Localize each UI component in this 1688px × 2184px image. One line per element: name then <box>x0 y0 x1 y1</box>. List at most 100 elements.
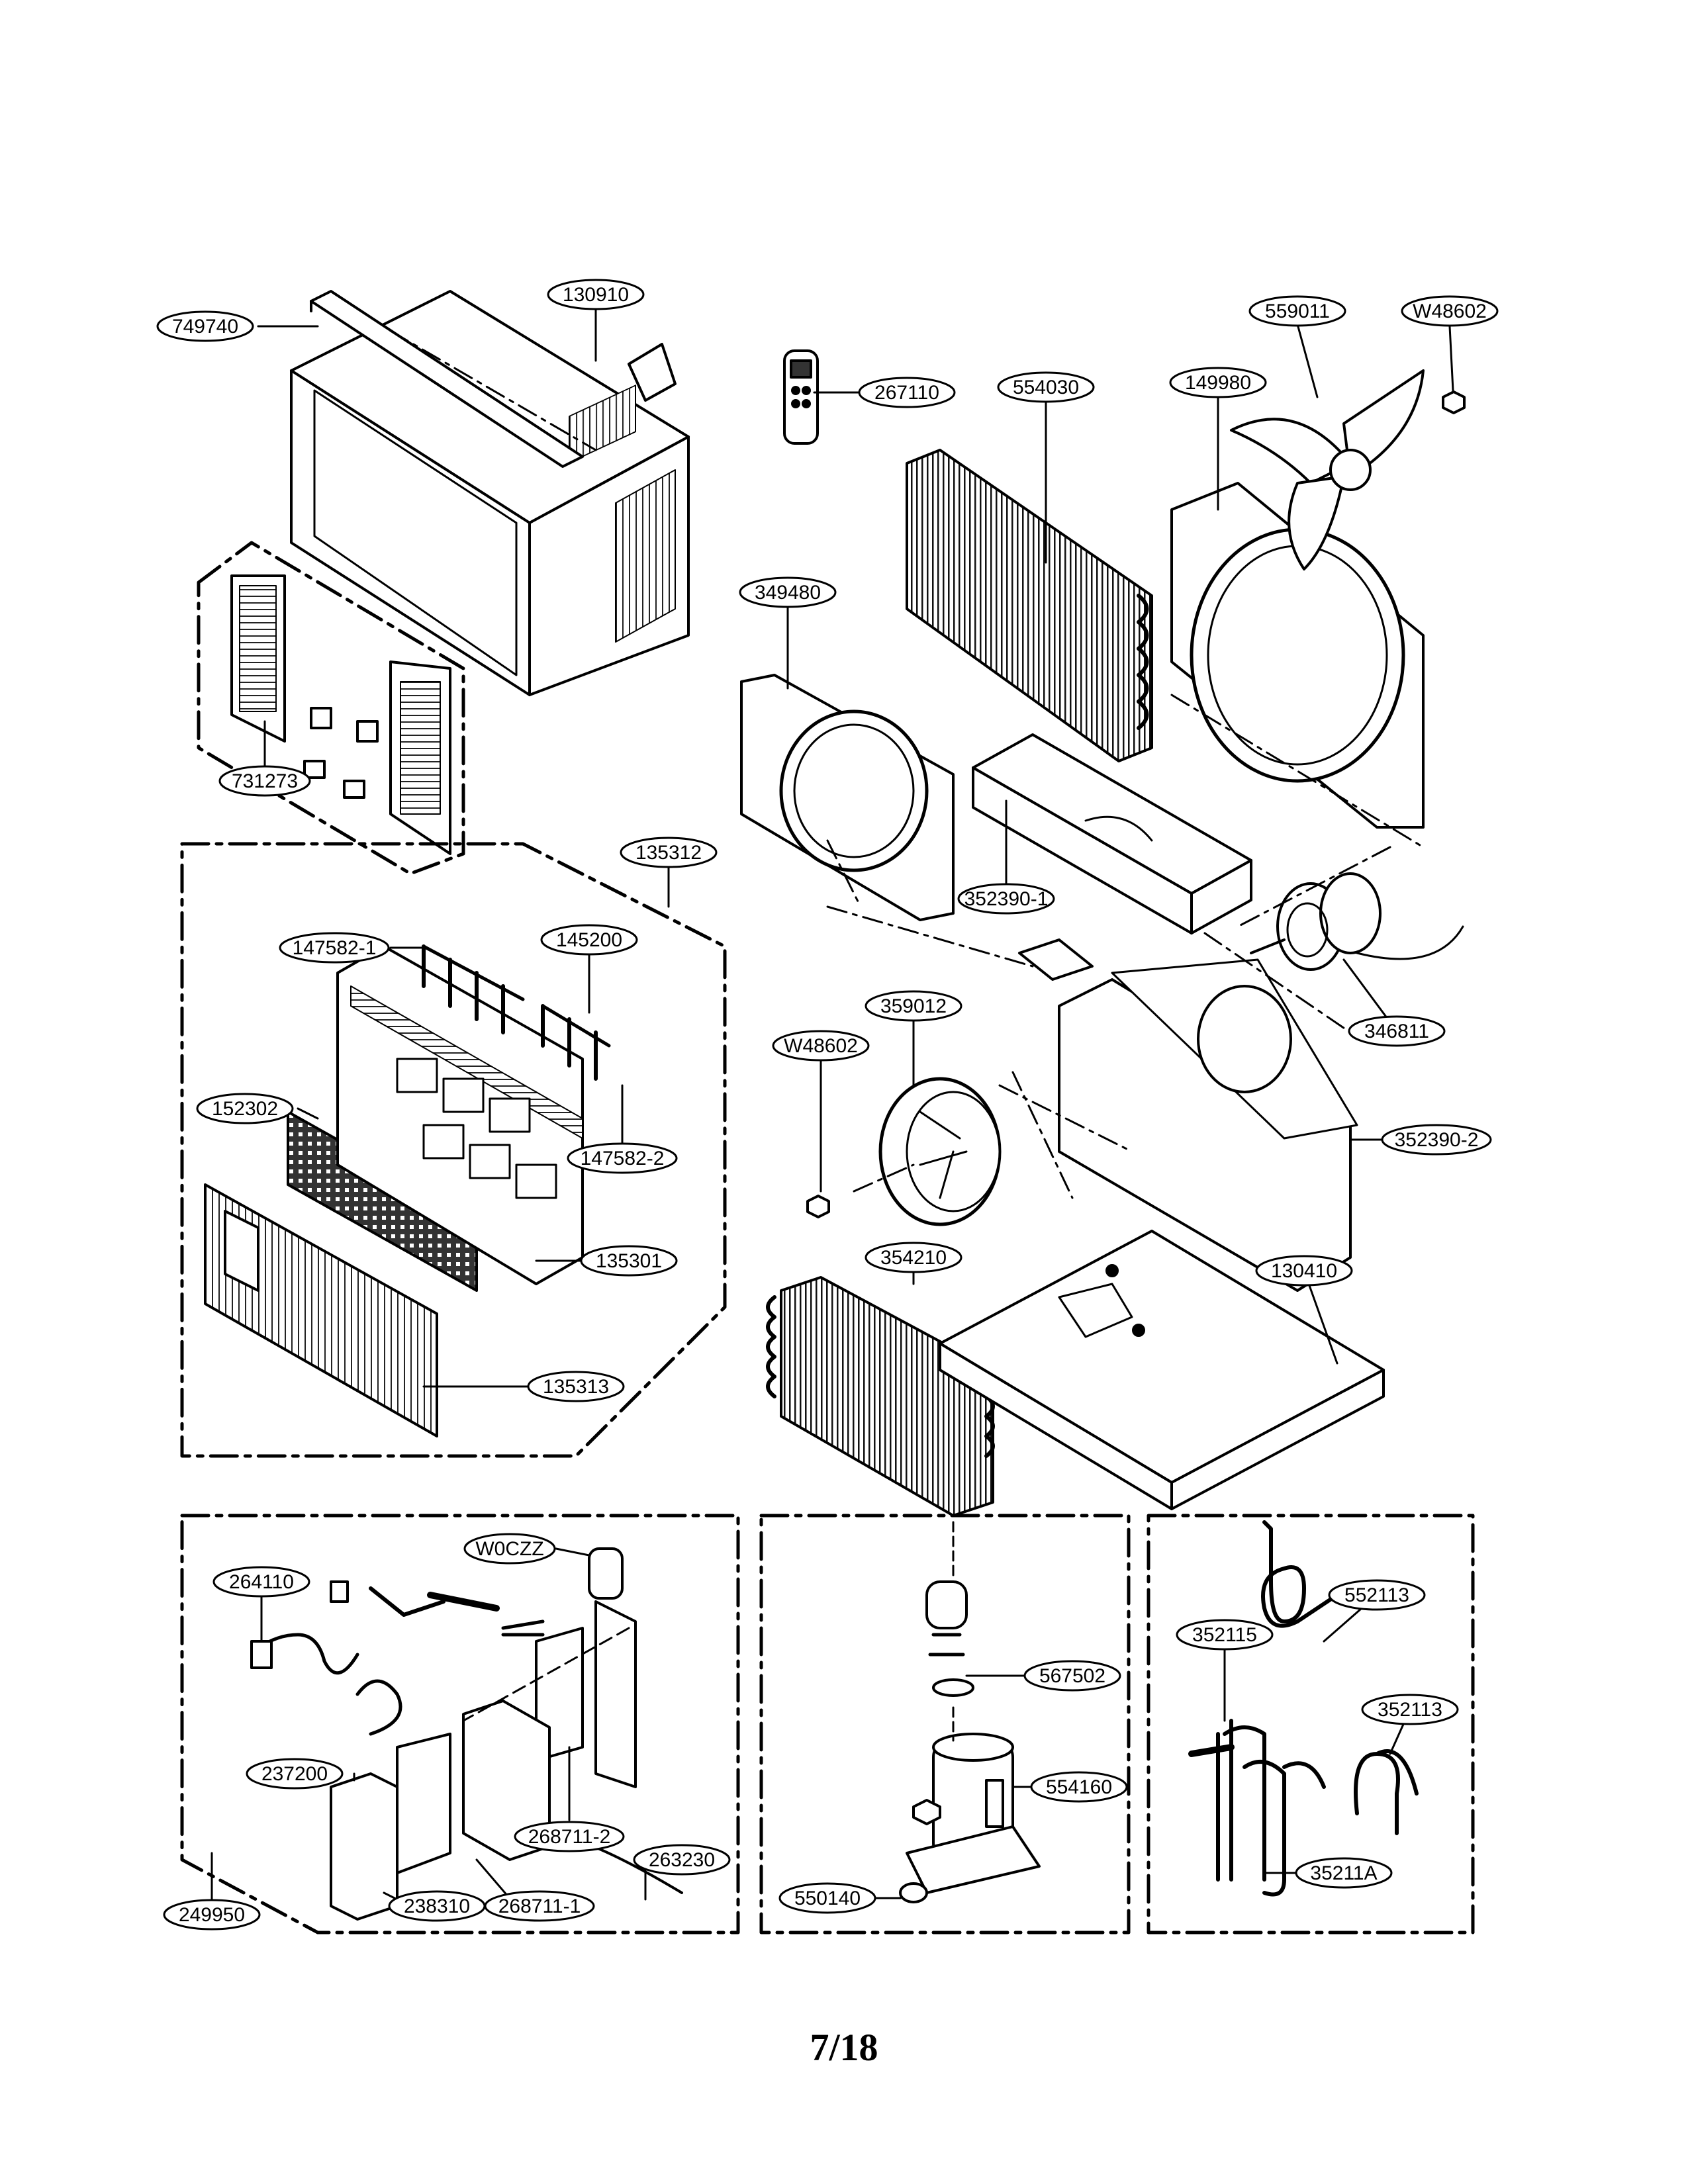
cabinet-part <box>290 290 690 696</box>
compressor-part <box>899 1580 1041 1903</box>
part-label-text: 352390-1 <box>964 888 1049 910</box>
part-label: 264110 <box>212 1566 310 1598</box>
part-label-text: 268711-2 <box>528 1826 611 1848</box>
part-label: 731273 <box>218 765 311 797</box>
part-label-text: 268711-1 <box>498 1895 581 1917</box>
part-label-text: 554030 <box>1013 377 1079 398</box>
part-label: 352115 <box>1176 1619 1274 1651</box>
part-label-text: 145200 <box>556 929 622 951</box>
electrical-parts <box>250 1547 683 1921</box>
part-label: 567502 <box>1023 1660 1121 1692</box>
part-label: 552113 <box>1328 1579 1426 1611</box>
part-label: 268711-1 <box>484 1890 595 1922</box>
part-label: 359012 <box>865 990 962 1022</box>
evaporator-coil-part <box>906 449 1153 762</box>
part-label-text: 135301 <box>596 1250 662 1272</box>
part-label-text: 147582-1 <box>293 937 377 959</box>
part-label-text: 263230 <box>649 1849 715 1871</box>
part-label: 268711-2 <box>514 1821 625 1852</box>
remote-control-part <box>783 349 819 445</box>
part-label: 349480 <box>739 576 837 608</box>
part-label: 267110 <box>858 377 956 408</box>
part-label: 135312 <box>620 837 718 868</box>
part-label-text: 352113 <box>1378 1699 1442 1721</box>
indoor-base-part <box>1018 938 1358 1292</box>
part-label-text: 152302 <box>212 1098 278 1120</box>
part-label-text: 731273 <box>232 770 298 792</box>
part-label: 152302 <box>196 1093 294 1124</box>
part-label-text: 550140 <box>794 1888 861 1909</box>
part-label-text: 267110 <box>874 382 939 404</box>
part-label-text: 346811 <box>1364 1021 1429 1042</box>
front-frame-group <box>197 541 465 876</box>
part-label-text: 238310 <box>404 1895 470 1917</box>
assembly-guide-lines <box>826 694 1425 1199</box>
part-label-text: 149980 <box>1185 372 1251 394</box>
part-label-text: 349480 <box>755 582 821 604</box>
part-label-text: W0CZZ <box>475 1538 543 1560</box>
nut-part <box>806 1195 830 1218</box>
part-label: 550140 <box>778 1882 876 1914</box>
copper-tubing-parts <box>1188 1520 1419 1897</box>
group-borders <box>180 842 1475 1934</box>
part-label: 238310 <box>388 1890 486 1922</box>
part-label: 149980 <box>1169 367 1267 398</box>
part-label: 147582-1 <box>279 932 390 964</box>
condenser-coil-part <box>766 1276 995 1517</box>
part-label-text: 559011 <box>1265 300 1330 322</box>
part-label-text: 147582-2 <box>581 1148 665 1169</box>
part-label: 135301 <box>580 1245 678 1277</box>
base-pan-part <box>939 1230 1385 1510</box>
part-labels: 749740 130910 731273 267110 554030 14998… <box>156 279 1499 1931</box>
part-label-text: 130910 <box>563 284 629 306</box>
part-label-text: 354210 <box>880 1247 947 1269</box>
part-label-text: 264110 <box>229 1571 294 1593</box>
part-label-text: 552113 <box>1344 1584 1409 1606</box>
part-label: W48602 <box>772 1030 870 1062</box>
propeller-fan-part <box>1230 369 1425 570</box>
part-label-text: 130410 <box>1271 1260 1337 1282</box>
top-rail-part <box>310 290 584 468</box>
part-label: W0CZZ <box>463 1533 556 1565</box>
louver-part <box>422 944 611 1081</box>
drain-tray-part <box>972 733 1252 934</box>
part-label: 352390-2 <box>1381 1124 1492 1156</box>
blower-wheel-part <box>878 1077 1002 1226</box>
part-label: 352113 <box>1361 1694 1459 1725</box>
part-label-text: 237200 <box>261 1763 328 1785</box>
part-label: 237200 <box>246 1758 344 1790</box>
part-label: 354210 <box>865 1242 962 1273</box>
part-label-text: 35211A <box>1310 1862 1377 1884</box>
part-label-text: 567502 <box>1039 1665 1105 1687</box>
part-label: 35211A <box>1295 1857 1393 1889</box>
part-label: 352390-1 <box>957 883 1055 915</box>
part-label-text: W48602 <box>1413 300 1487 322</box>
part-label: 135313 <box>527 1371 625 1402</box>
part-label-text: 135313 <box>543 1376 609 1398</box>
part-label: 559011 <box>1248 295 1346 327</box>
part-label: 130410 <box>1255 1255 1353 1287</box>
part-label: 147582-2 <box>567 1142 678 1174</box>
part-label: W48602 <box>1401 295 1499 327</box>
part-label-text: 135312 <box>635 842 702 864</box>
part-label: 145200 <box>540 924 638 956</box>
part-label: 263230 <box>633 1844 731 1876</box>
part-label: 554160 <box>1030 1771 1128 1803</box>
part-label: 130910 <box>547 279 645 310</box>
fan-motor-part <box>1250 872 1464 971</box>
part-label-text: 352115 <box>1192 1624 1257 1646</box>
part-label-text: 249950 <box>179 1904 245 1926</box>
part-label-text: 749740 <box>172 316 238 338</box>
front-grille-part <box>204 1183 438 1437</box>
part-label-text: 352390-2 <box>1395 1129 1479 1151</box>
nut-part <box>1442 390 1466 414</box>
part-label: 346811 <box>1348 1015 1446 1047</box>
part-label: 749740 <box>156 310 254 342</box>
part-label-text: 554160 <box>1046 1776 1112 1798</box>
part-label-text: 359012 <box>880 995 947 1017</box>
orifice-plate-part <box>740 674 955 921</box>
page-number: 7/18 <box>810 2026 878 2069</box>
part-label: 249950 <box>163 1899 261 1931</box>
part-label-text: W48602 <box>784 1035 858 1057</box>
